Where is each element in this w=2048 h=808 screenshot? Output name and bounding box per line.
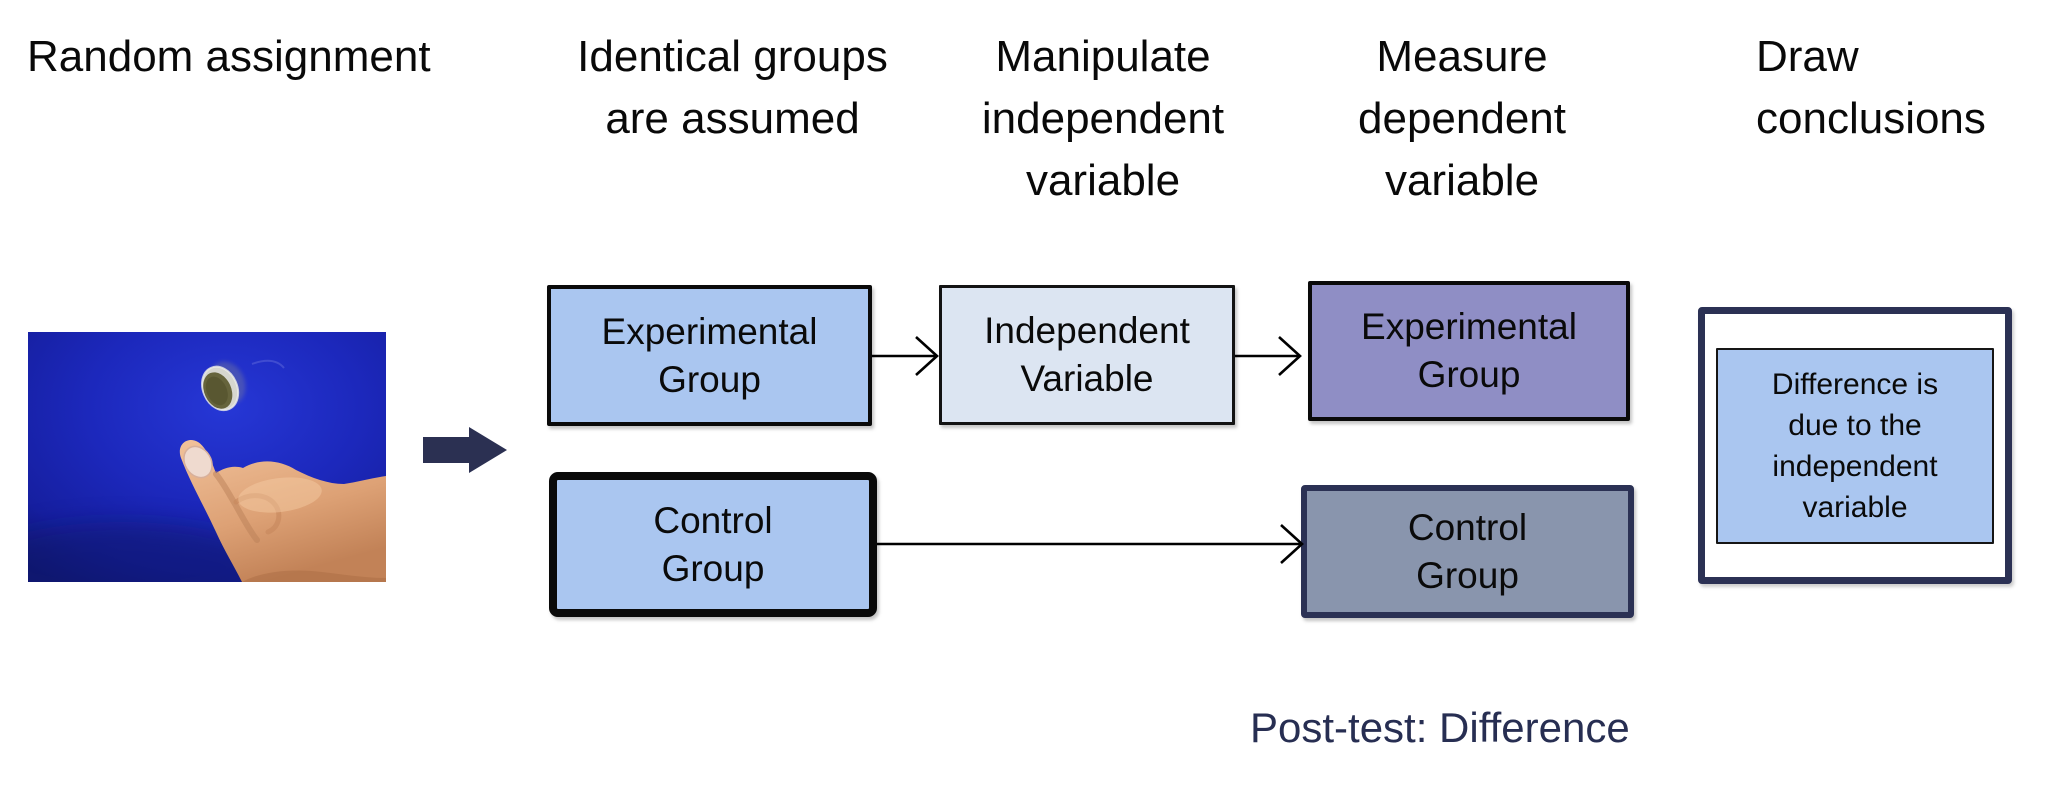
box-independent-variable: Independent Variable [939, 285, 1235, 425]
box-experimental-group-assumed: Experimental Group [547, 285, 872, 426]
header-line: Measure [1376, 32, 1548, 81]
header-line: Identical groups [577, 32, 888, 81]
box-conclusion: Difference is due to the independent var… [1716, 348, 1994, 544]
box-control-group-assumed: Control Group [549, 472, 877, 617]
header-line: conclusions [1756, 94, 1986, 143]
header-line: are assumed [605, 94, 860, 143]
box-label-line: independent [1772, 450, 1938, 483]
box-label-line: Independent [984, 310, 1190, 351]
hand [179, 439, 386, 582]
box-label-line: Control [1407, 506, 1528, 548]
box-label-line: Experimental [601, 310, 818, 352]
coin [201, 361, 246, 412]
header-line: Draw [1756, 32, 1859, 81]
box-control-group-measured: Control Group [1301, 485, 1634, 618]
thumbnail [183, 446, 213, 478]
box-label-line: Group [1417, 354, 1521, 395]
arrow-iv-to-exp-icon [1235, 336, 1302, 376]
post-test-label: Post-test: Difference [1250, 704, 1630, 751]
header-line: Manipulate [995, 32, 1211, 81]
arrow-exp-to-iv-icon [872, 336, 939, 376]
header-line: variable [1025, 156, 1181, 205]
header-random-assignment: Random assignment [27, 26, 431, 88]
box-label-line: Difference is [1771, 368, 1939, 401]
box-label-line: Variable [1020, 358, 1154, 399]
header-line: dependent [1358, 94, 1566, 143]
header-draw-conclusions: Draw conclusions [1756, 26, 1986, 150]
coin-flip-photo [28, 332, 386, 582]
header-line: independent [981, 94, 1225, 143]
box-label-line: Group [1416, 554, 1519, 596]
box-conclusion-frame: Difference is due to the independent var… [1698, 307, 2012, 584]
box-label-line: Group [658, 358, 761, 400]
block-arrow-icon [423, 427, 507, 473]
header-line: Random assignment [27, 32, 431, 81]
box-label-line: due to the [1788, 409, 1922, 442]
header-manipulate-independent-variable: Manipulate independent variable [950, 26, 1256, 212]
photo-shadow [28, 522, 273, 582]
arrow-control-to-control-icon [877, 524, 1304, 564]
header-identical-groups: Identical groups are assumed [560, 26, 905, 150]
box-experimental-group-measured: Experimental Group [1308, 281, 1630, 421]
box-label-line: Experimental [1361, 306, 1577, 347]
header-line: variable [1384, 156, 1540, 205]
box-label-line: Group [661, 547, 765, 589]
header-measure-dependent-variable: Measure dependent variable [1330, 26, 1594, 212]
box-label-line: Control [653, 499, 773, 541]
box-label-line: variable [1802, 491, 1908, 524]
